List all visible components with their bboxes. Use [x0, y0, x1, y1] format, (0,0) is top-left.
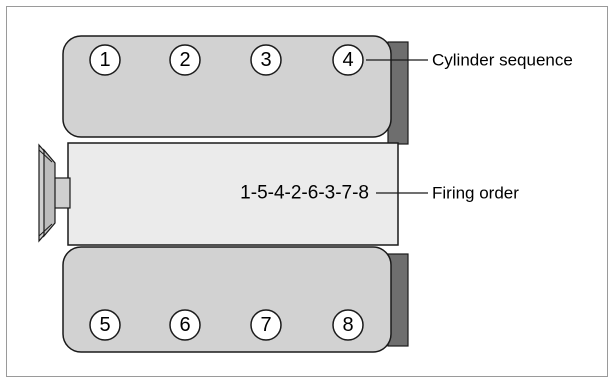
top-cylinder-bank [62, 35, 409, 145]
cylinder-1-label: 1 [99, 49, 110, 71]
cylinder-8: 8 [332, 309, 364, 341]
engine-block [67, 142, 399, 246]
cylinder-6: 6 [169, 309, 201, 341]
cylinder-sequence-label: Cylinder sequence [432, 51, 573, 70]
cylinder-7-label: 7 [260, 314, 271, 336]
cylinder-8-label: 8 [342, 314, 353, 336]
cylinder-5-label: 5 [99, 314, 110, 336]
crank-pulley-icon [38, 143, 71, 243]
cylinder-4: 4 [332, 44, 364, 76]
cylinder-2-label: 2 [179, 49, 190, 71]
firing-order-label: Firing order [432, 184, 519, 203]
cylinder-3-label: 3 [260, 49, 271, 71]
cylinder-1: 1 [89, 44, 121, 76]
cylinder-3: 3 [250, 44, 282, 76]
cylinder-4-label: 4 [342, 49, 353, 71]
cylinder-7: 7 [250, 309, 282, 341]
bottom-bank-head [62, 246, 392, 353]
cylinder-5: 5 [89, 309, 121, 341]
cylinder-6-label: 6 [179, 314, 190, 336]
cylinder-2: 2 [169, 44, 201, 76]
bottom-cylinder-bank [62, 246, 409, 353]
firing-order-value: 1-5-4-2-6-3-7-8 [240, 183, 369, 204]
top-bank-head [62, 35, 392, 138]
